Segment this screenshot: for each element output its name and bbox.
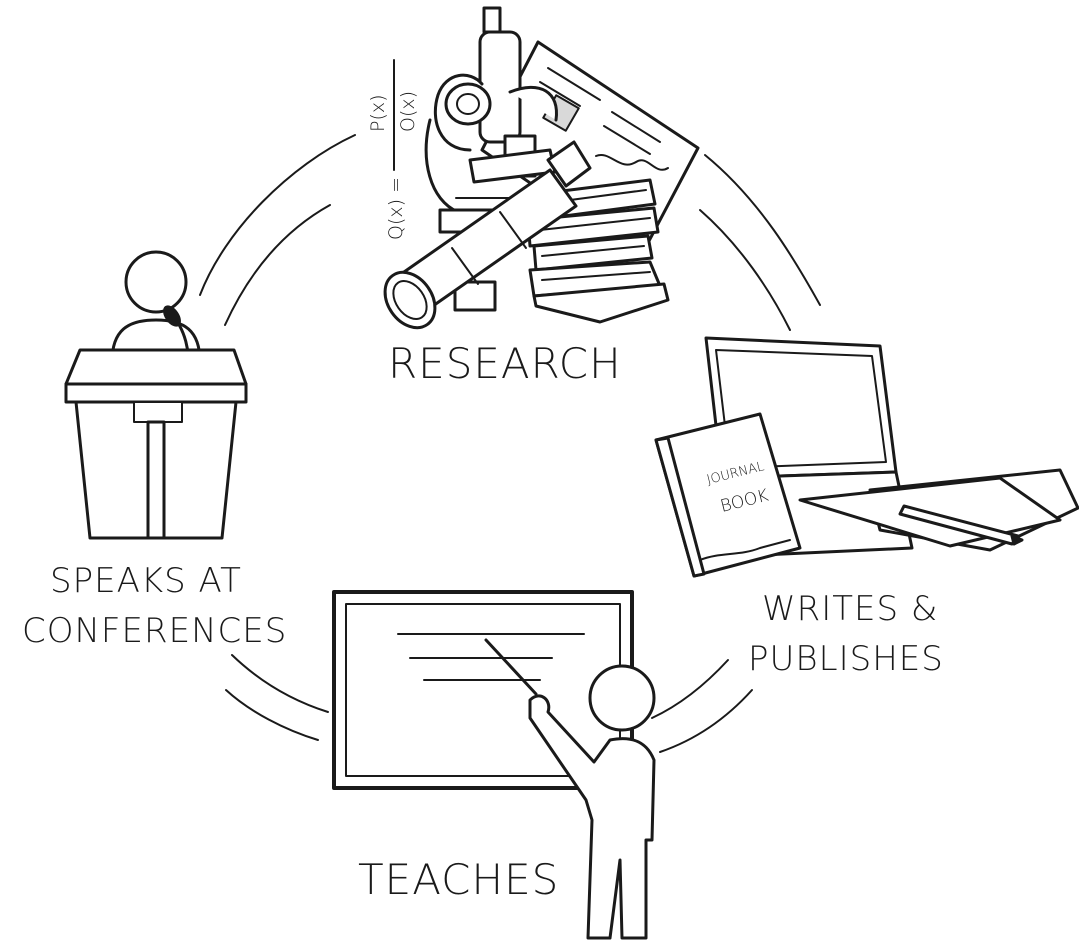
arc-speaks-teaches-inner [225,689,319,741]
formula-denominator: O(x) [397,91,419,132]
arc-research-writes-outer [704,154,821,306]
arc-writes-teaches-outer [651,659,729,719]
arc-speaks-teaches-outer [231,654,329,713]
cycle-arcs [199,134,821,753]
telescope-icon [383,140,592,330]
research-illustration: Q(x) = P(x) O(x) [367,6,700,330]
speaks-label-line1: SPEAKS AT [50,561,242,601]
teaches-illustration [332,590,656,940]
writes-label-line2: PUBLISHES [748,639,944,679]
pen-icon [898,504,1024,546]
formula-numerator: P(x) [367,94,389,132]
teacher-icon [528,664,656,940]
pointer-icon [484,638,538,696]
arc-research-speaks-inner [224,204,331,326]
writes-label-line1: WRITES & [762,589,938,629]
formula: Q(x) = P(x) O(x) [367,59,419,240]
arc-research-speaks-outer [199,134,356,296]
books-icon [526,178,670,324]
teaches-label: TEACHES [358,855,559,904]
formula-lhs: Q(x) = [385,177,407,240]
journal-book-icon: JOURNAL BOOK [654,412,802,578]
writes-illustration: JOURNAL BOOK [654,336,1079,578]
speaks-illustration [64,250,248,540]
research-label: RESEARCH [388,339,622,388]
arc-writes-teaches-inner [659,689,753,753]
speaks-label-line2: CONFERENCES [22,611,287,651]
arc-research-writes-inner [699,209,791,331]
podium-icon [64,348,248,540]
